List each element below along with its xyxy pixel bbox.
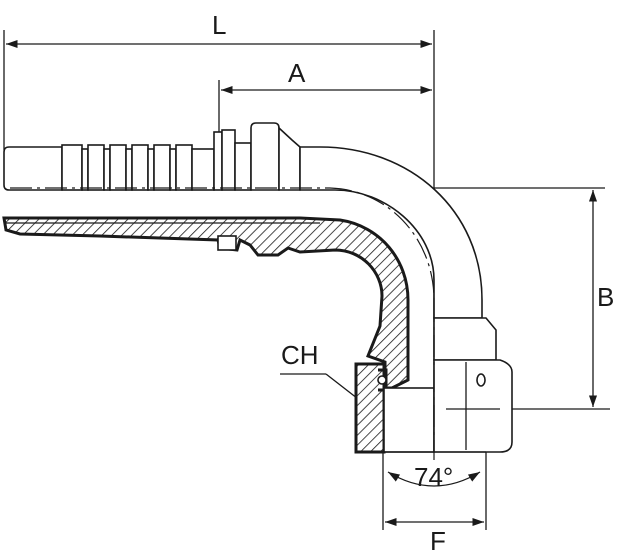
angle-label: 74° [414,462,453,492]
union-outer [384,317,513,453]
dimension-label-F: F [430,526,446,556]
dimension-label-A: A [288,58,306,88]
dimension-label-L: L [212,10,226,40]
angle-arc [387,471,481,487]
sectioned-body [2,216,410,390]
hose-tail [3,122,301,191]
swivel-nut [354,362,435,454]
extension-lines [3,30,610,530]
dimension-label-CH: CH [281,340,319,370]
center-lines [10,187,435,460]
dimension-label-B: B [597,282,614,312]
